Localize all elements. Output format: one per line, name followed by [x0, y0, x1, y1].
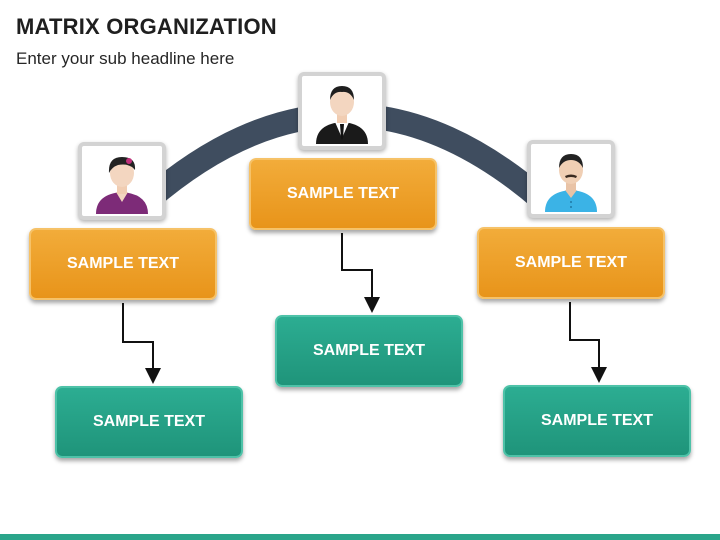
- connector-arrow-right: [569, 302, 607, 383]
- avatar-card-center: [298, 72, 386, 150]
- role-box-center: SAMPLE TEXT: [249, 158, 437, 230]
- sub-box-center: SAMPLE TEXT: [275, 315, 463, 387]
- man-casual-icon: [545, 154, 597, 212]
- page-subtitle: Enter your sub headline here: [16, 49, 235, 68]
- avatar-card-right: [527, 140, 615, 218]
- role-box-left: SAMPLE TEXT: [29, 228, 217, 300]
- sub-box-right: SAMPLE TEXT: [503, 385, 691, 457]
- page-title: MATRIX ORGANIZATION: [16, 14, 277, 39]
- connector-arrow-left: [122, 303, 161, 384]
- sub-box-left: SAMPLE TEXT: [55, 386, 243, 458]
- connector-arrow-center: [341, 233, 380, 313]
- avatar-card-left: [78, 142, 166, 220]
- businessman-suit-icon: [316, 86, 368, 144]
- footer-bar: [0, 534, 720, 540]
- businesswoman-icon: [96, 157, 148, 214]
- role-box-right: SAMPLE TEXT: [477, 227, 665, 299]
